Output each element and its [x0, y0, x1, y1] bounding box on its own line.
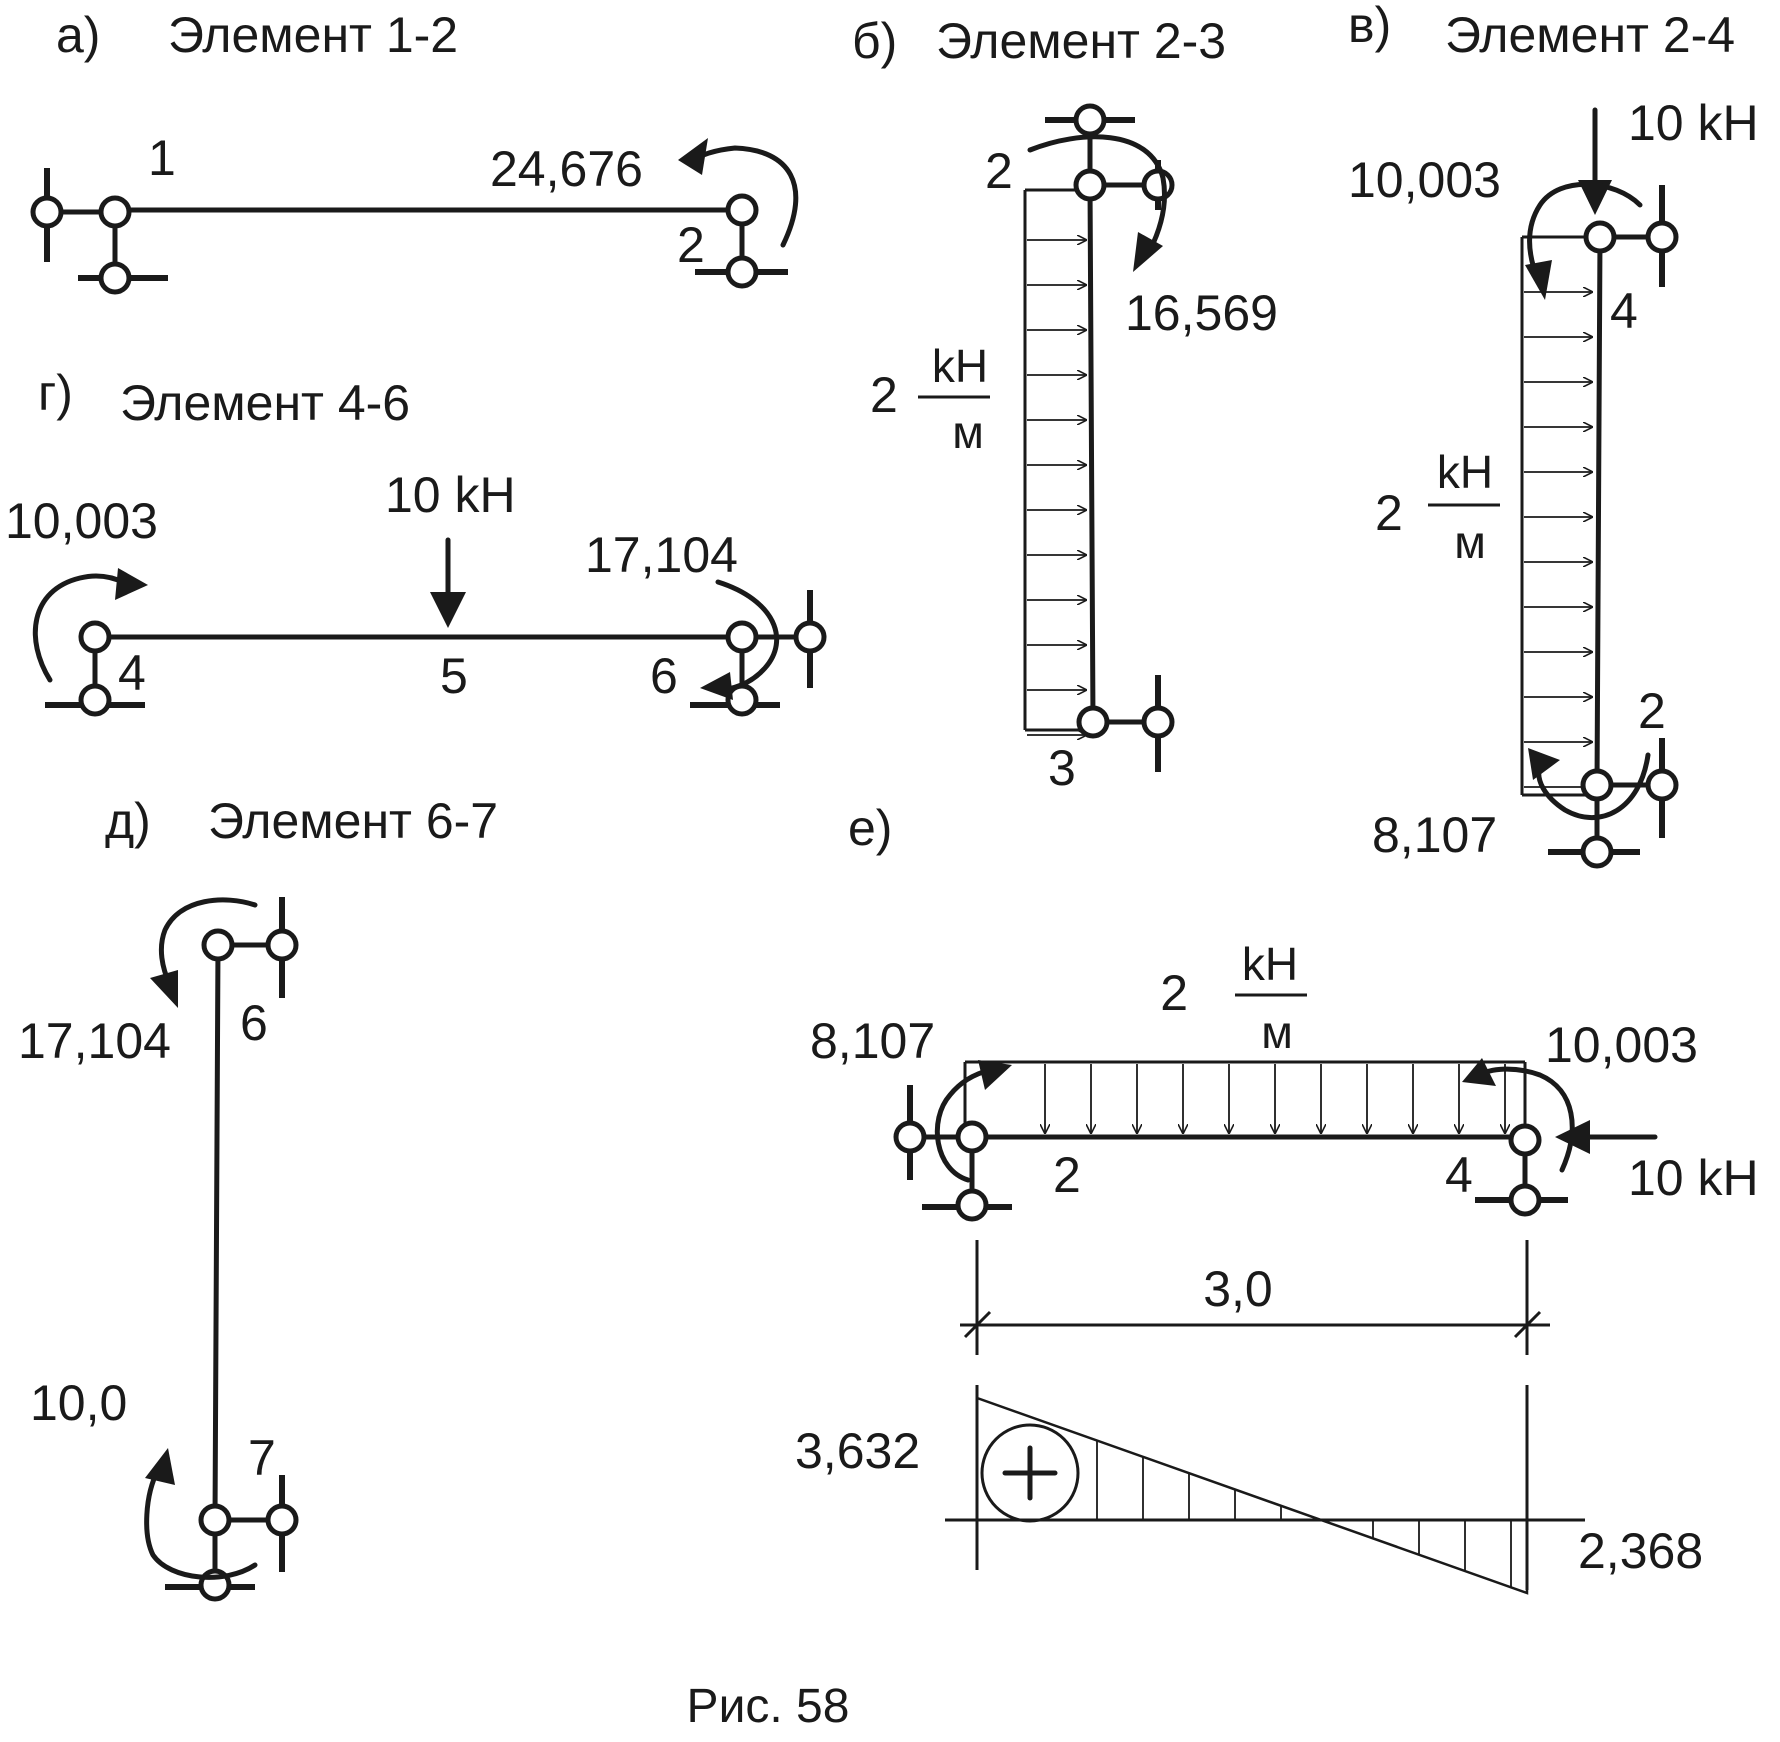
- panel-v-moment-bot-arrow: [1536, 752, 1651, 821]
- panel-g-force-arrow: [430, 537, 466, 628]
- panel-d-node-6: 6: [240, 995, 268, 1051]
- panel-d-letter: д): [105, 793, 151, 849]
- shear-plus-sign: [980, 1423, 1080, 1523]
- panel-b-moment-arrowhead: [1133, 232, 1163, 272]
- panel-v-load-unit-bot: м: [1454, 516, 1486, 568]
- panel-g-letter: г): [38, 365, 73, 421]
- panel-e-distributed-load: [963, 1060, 1527, 1137]
- panel-e: е) 2 kH: [795, 800, 1759, 1595]
- panel-b-title: Элемент 2-3: [936, 13, 1226, 69]
- panel-b-distributed-load: [1023, 188, 1093, 735]
- panel-g-moment-right-arrow: [715, 579, 780, 693]
- panel-g-moment-right-label: 17,104: [585, 527, 738, 583]
- panel-v-letter: в): [1348, 0, 1391, 53]
- panel-d-moment-bot-label: 10,0: [30, 1375, 127, 1431]
- shear-outline: [975, 1396, 1529, 1595]
- panel-d-moment-top-label: 17,104: [18, 1013, 171, 1069]
- panel-a-title: Элемент 1-2: [168, 7, 458, 63]
- panel-e-moment-left-label: 8,107: [810, 1013, 935, 1069]
- panel-v: в) Элемент 2-4: [1348, 0, 1759, 869]
- panel-a-letter: а): [56, 7, 100, 63]
- panel-e-shear-diagram: 3,632 2,368: [795, 1385, 1703, 1595]
- panel-e-load-unit-top: kH: [1242, 938, 1298, 990]
- panel-v-node-4: 4: [1610, 283, 1638, 339]
- panel-v-moment-bot-arrowhead: [1528, 748, 1560, 780]
- panel-v-moment-top-label: 10,003: [1348, 152, 1501, 208]
- panel-a-beam: [44, 207, 745, 279]
- panel-g-force-label: 10 kH: [385, 467, 516, 523]
- panel-b-column: [1087, 182, 1096, 725]
- panel-e-span-label: 3,0: [1203, 1261, 1273, 1317]
- panel-a: а) Элемент 1-2 1 2 24,676: [30, 7, 799, 295]
- panel-a-moment-arrowhead: [678, 138, 708, 175]
- panel-b-letter: б): [852, 13, 897, 69]
- panel-g-title: Элемент 4-6: [120, 375, 410, 431]
- panel-b-supports: [1045, 117, 1161, 772]
- panel-g-moment-right-arrowhead: [700, 672, 733, 700]
- panel-v-force-label: 10 kH: [1628, 95, 1759, 151]
- panel-d-moment-bot-arrowhead: [145, 1448, 175, 1485]
- panel-d: д) Элемент 6-7 17,104 6 10,0 7: [18, 793, 498, 1602]
- panel-b-nodes: [1073, 103, 1175, 739]
- panel-e-dimension: 3,0: [960, 1240, 1550, 1355]
- panel-e-shear-left-label: 3,632: [795, 1423, 920, 1479]
- panel-v-node-2: 2: [1638, 683, 1666, 739]
- panel-d-column: [212, 942, 221, 1523]
- panel-e-load-value: 2: [1160, 965, 1188, 1021]
- panel-d-node-7: 7: [248, 1430, 276, 1486]
- panel-e-nodes: [893, 1120, 1542, 1222]
- panel-a-moment-label: 24,676: [490, 141, 643, 197]
- panel-v-load-unit-top: kH: [1437, 446, 1493, 498]
- panel-g-node-5: 5: [440, 648, 468, 704]
- panel-b-node-2: 2: [985, 143, 1013, 199]
- panel-v-force-arrow: [1578, 107, 1612, 215]
- panel-a-node-1: 1: [148, 130, 176, 186]
- panel-v-supports: [1548, 185, 1665, 855]
- panel-v-column: [1594, 234, 1603, 788]
- panel-v-moment-top-arrow: [1527, 181, 1643, 283]
- panel-d-moment-top-arrowhead: [150, 970, 178, 1008]
- panel-e-moment-right-arrowhead: [1462, 1058, 1496, 1086]
- panel-e-force-arrow: [1555, 1120, 1658, 1154]
- panel-v-title: Элемент 2-4: [1445, 7, 1735, 63]
- panel-e-shear-right-label: 2,368: [1578, 1523, 1703, 1579]
- panel-e-moment-left-arrow: [934, 1067, 993, 1183]
- panel-b-load-unit-top: kH: [932, 340, 988, 392]
- panel-d-moment-bot-arrow: [144, 1467, 258, 1580]
- panel-e-node-4: 4: [1445, 1147, 1473, 1203]
- panel-b-load-unit-bot: м: [952, 406, 984, 458]
- panel-b-moment-arrow: [1027, 134, 1168, 253]
- panel-v-moment-top-arrowhead: [1525, 260, 1552, 300]
- panel-e-letter: е): [848, 800, 892, 856]
- panel-v-load-value: 2: [1375, 485, 1403, 541]
- panel-e-node-2: 2: [1053, 1147, 1081, 1203]
- panel-a-nodes: [30, 193, 759, 295]
- panel-g-moment-left-label: 10,003: [5, 493, 158, 549]
- panel-g-moment-left-arrow: [32, 573, 128, 683]
- panel-a-node-2: 2: [677, 217, 705, 273]
- panel-v-distributed-load: [1520, 235, 1600, 797]
- panel-g-node-4: 4: [118, 645, 146, 701]
- panel-v-nodes: [1580, 220, 1679, 869]
- panel-e-load-unit-bot: м: [1261, 1006, 1293, 1058]
- figure-caption: Рис. 58: [687, 1680, 850, 1733]
- panel-g-moment-left-arrowhead: [115, 568, 148, 600]
- panel-v-moment-bot-label: 8,107: [1372, 807, 1497, 863]
- panel-d-title: Элемент 6-7: [208, 793, 498, 849]
- panel-g-supports: [45, 590, 813, 708]
- panel-e-force-label: 10 kH: [1628, 1150, 1759, 1206]
- panel-g: г) Элемент 4-6 10 kH 10,003 17,104 4: [5, 365, 827, 717]
- panel-e-moment-right-label: 10,003: [1545, 1017, 1698, 1073]
- panel-e-moment-left-arrowhead: [978, 1060, 1012, 1090]
- panel-b-load-value: 2: [870, 367, 898, 423]
- panel-b: б) Элемент 2-3 2 3 16,569 2 kH: [852, 13, 1278, 796]
- panel-d-moment-top-arrow: [158, 897, 258, 988]
- panel-b-node-3: 3: [1048, 740, 1076, 796]
- panel-b-moment-label: 16,569: [1125, 285, 1278, 341]
- panel-g-node-6: 6: [650, 648, 678, 704]
